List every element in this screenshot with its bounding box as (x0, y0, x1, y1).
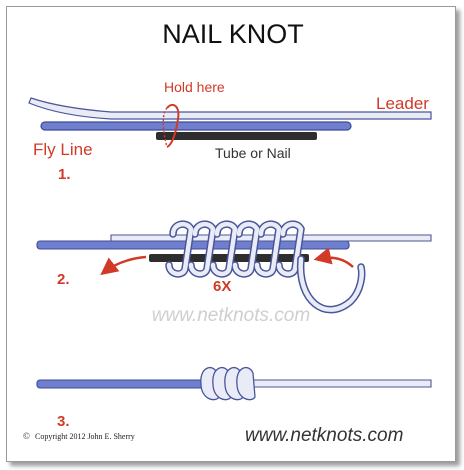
step-2-number: 2. (57, 271, 70, 288)
watermark-text: www.netknots.com (152, 305, 310, 326)
tube-or-nail (156, 132, 317, 140)
pull-arrow (100, 255, 147, 276)
copyright-symbol: © (23, 431, 30, 441)
leader-line (28, 97, 432, 120)
step-3-group: 3. (36, 366, 432, 430)
step-1-group: Hold here Leader Fly Line Tube or Nail 1… (28, 79, 432, 183)
step-3-number: 3. (57, 413, 70, 430)
leader-wraps (165, 220, 305, 278)
hold-here-mark (166, 103, 180, 148)
tube-or-nail-label: Tube or Nail (215, 145, 291, 161)
diagram-title: NAIL KNOT (162, 19, 304, 49)
wrap-count-label: 6X (213, 278, 231, 295)
leader-line (246, 379, 432, 388)
leader-label: Leader (376, 94, 429, 113)
nail-knot-diagram: NAIL KNOT Hold here Leader Fly Line Tube… (23, 19, 432, 446)
fly-line-label: Fly Line (33, 140, 93, 159)
fly-line (40, 121, 352, 131)
leader-line (110, 234, 432, 242)
leader-tag-end (296, 255, 366, 314)
step-2-group: 6X 2. (36, 220, 432, 314)
diagram-card: NAIL KNOT Hold here Leader Fly Line Tube… (6, 6, 456, 462)
step-1-number: 1. (58, 166, 71, 183)
insert-arrow (313, 247, 354, 268)
hold-here-label: Hold here (164, 79, 225, 95)
website-text: www.netknots.com (245, 425, 403, 446)
copyright-text: Copyright 2012 John E. Sherry (35, 432, 135, 441)
finished-knot (200, 366, 256, 401)
